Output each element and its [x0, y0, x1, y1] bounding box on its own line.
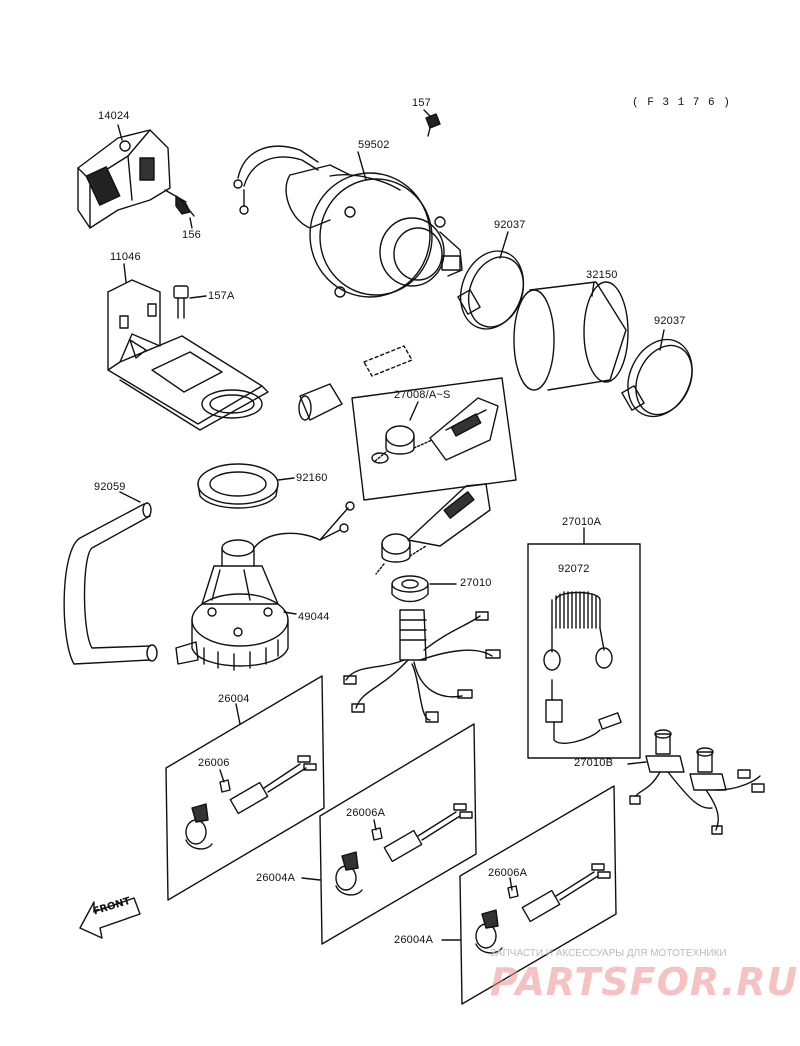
leader-line [357, 151, 367, 181]
leader-line [301, 877, 321, 881]
watermark-tagline: ЗАПЧАСТИ И АКСЕССУАРЫ ДЛЯ МОТОТЕХНИКИ [490, 948, 727, 959]
start-stop-switch-pair [629, 729, 765, 835]
part-label-32150: 32150 [586, 269, 618, 281]
part-label-156: 156 [182, 229, 201, 241]
leader-line [189, 217, 193, 229]
front-arrow-icon [79, 897, 141, 939]
bolt-157A [173, 285, 189, 319]
diagram-code: ( F 3 1 7 6 ) [632, 97, 731, 109]
leader-line [659, 329, 665, 351]
leader-line [627, 761, 647, 765]
leader-line [123, 263, 127, 283]
part-label-26004A-a: 26004A [256, 872, 296, 884]
leader-line [283, 611, 297, 615]
stop-switch [343, 483, 501, 723]
part-label-92160: 92160 [296, 472, 328, 484]
part-label-27008: 27008/A~S [394, 389, 451, 401]
pipe-piece [298, 345, 413, 421]
part-label-14024: 14024 [98, 110, 130, 122]
hose-clamp-92037-b [621, 338, 693, 418]
part-label-26006: 26006 [198, 757, 230, 769]
leader-line [235, 703, 241, 725]
blower-fan [233, 145, 463, 298]
part-label-27010: 27010 [460, 577, 492, 589]
mounting-bracket [107, 279, 269, 431]
part-label-157A: 157A [208, 290, 235, 302]
bilge-pump [175, 501, 355, 671]
regulator-box [77, 129, 187, 229]
leader-line [219, 769, 225, 783]
leader-line [591, 281, 595, 297]
part-label-26004A-b: 26004A [394, 934, 434, 946]
part-label-59502: 59502 [358, 139, 390, 151]
lanyard-cap-box [351, 377, 517, 501]
leader-line [117, 124, 123, 141]
bolt-156 [175, 195, 195, 217]
part-label-26004: 26004 [218, 693, 250, 705]
bolt-157 [425, 113, 441, 137]
duct-tube-32150 [513, 281, 629, 391]
fuse-holder-box-a [319, 723, 477, 945]
part-label-92072: 92072 [558, 563, 590, 575]
leader-line [409, 401, 419, 421]
watermark-logo: PARTSFOR.RU [490, 960, 799, 1004]
part-label-92037-lower: 92037 [654, 315, 686, 327]
gasket-ring [197, 463, 279, 509]
leader-line [499, 231, 509, 259]
leader-line [373, 819, 377, 831]
fuse-holder-box [165, 675, 325, 901]
water-hose [63, 502, 158, 665]
leader-line [189, 295, 207, 299]
leader-line [509, 877, 513, 891]
leader-line [423, 109, 431, 117]
leader-line [119, 491, 141, 503]
part-label-27010A: 27010A [562, 516, 602, 528]
part-label-26006A-b: 26006A [488, 867, 528, 879]
part-label-11046: 11046 [110, 251, 141, 263]
leader-line [277, 477, 295, 481]
part-label-27010B: 27010B [574, 757, 614, 769]
tether-cord-box [527, 543, 641, 759]
part-label-92037-upper: 92037 [494, 219, 526, 231]
part-label-157: 157 [412, 97, 431, 109]
part-label-49044: 49044 [298, 611, 330, 623]
part-label-26006A-a: 26006A [346, 807, 386, 819]
hose-clamp-92037 [457, 250, 525, 330]
part-label-92059: 92059 [94, 481, 126, 493]
fuse-holder-box-b [459, 785, 617, 1005]
